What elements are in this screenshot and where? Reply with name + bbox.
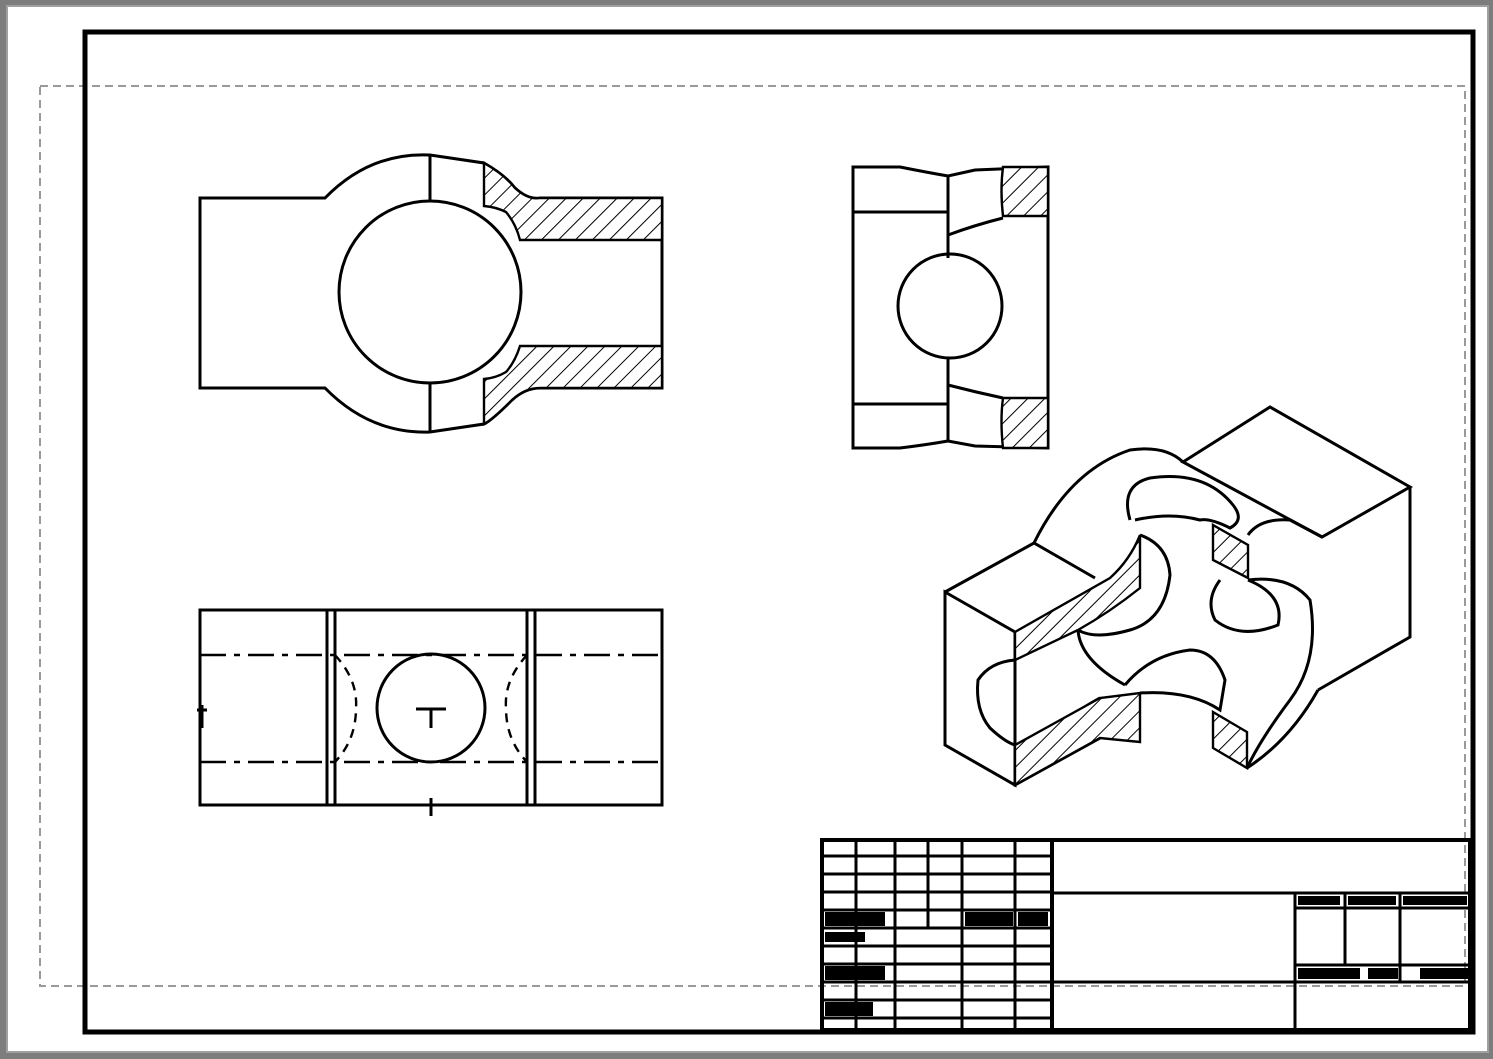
isometric-cutaway-view xyxy=(943,405,1414,788)
title-block-grid xyxy=(822,840,1052,1030)
front-view xyxy=(197,608,664,816)
title-block xyxy=(820,838,1472,1032)
top-section-view xyxy=(198,153,664,434)
side-view xyxy=(851,165,1050,450)
printable-area-outline xyxy=(39,85,1466,987)
drawing-frame xyxy=(82,29,1476,1035)
sheet-paper xyxy=(6,5,1489,1053)
